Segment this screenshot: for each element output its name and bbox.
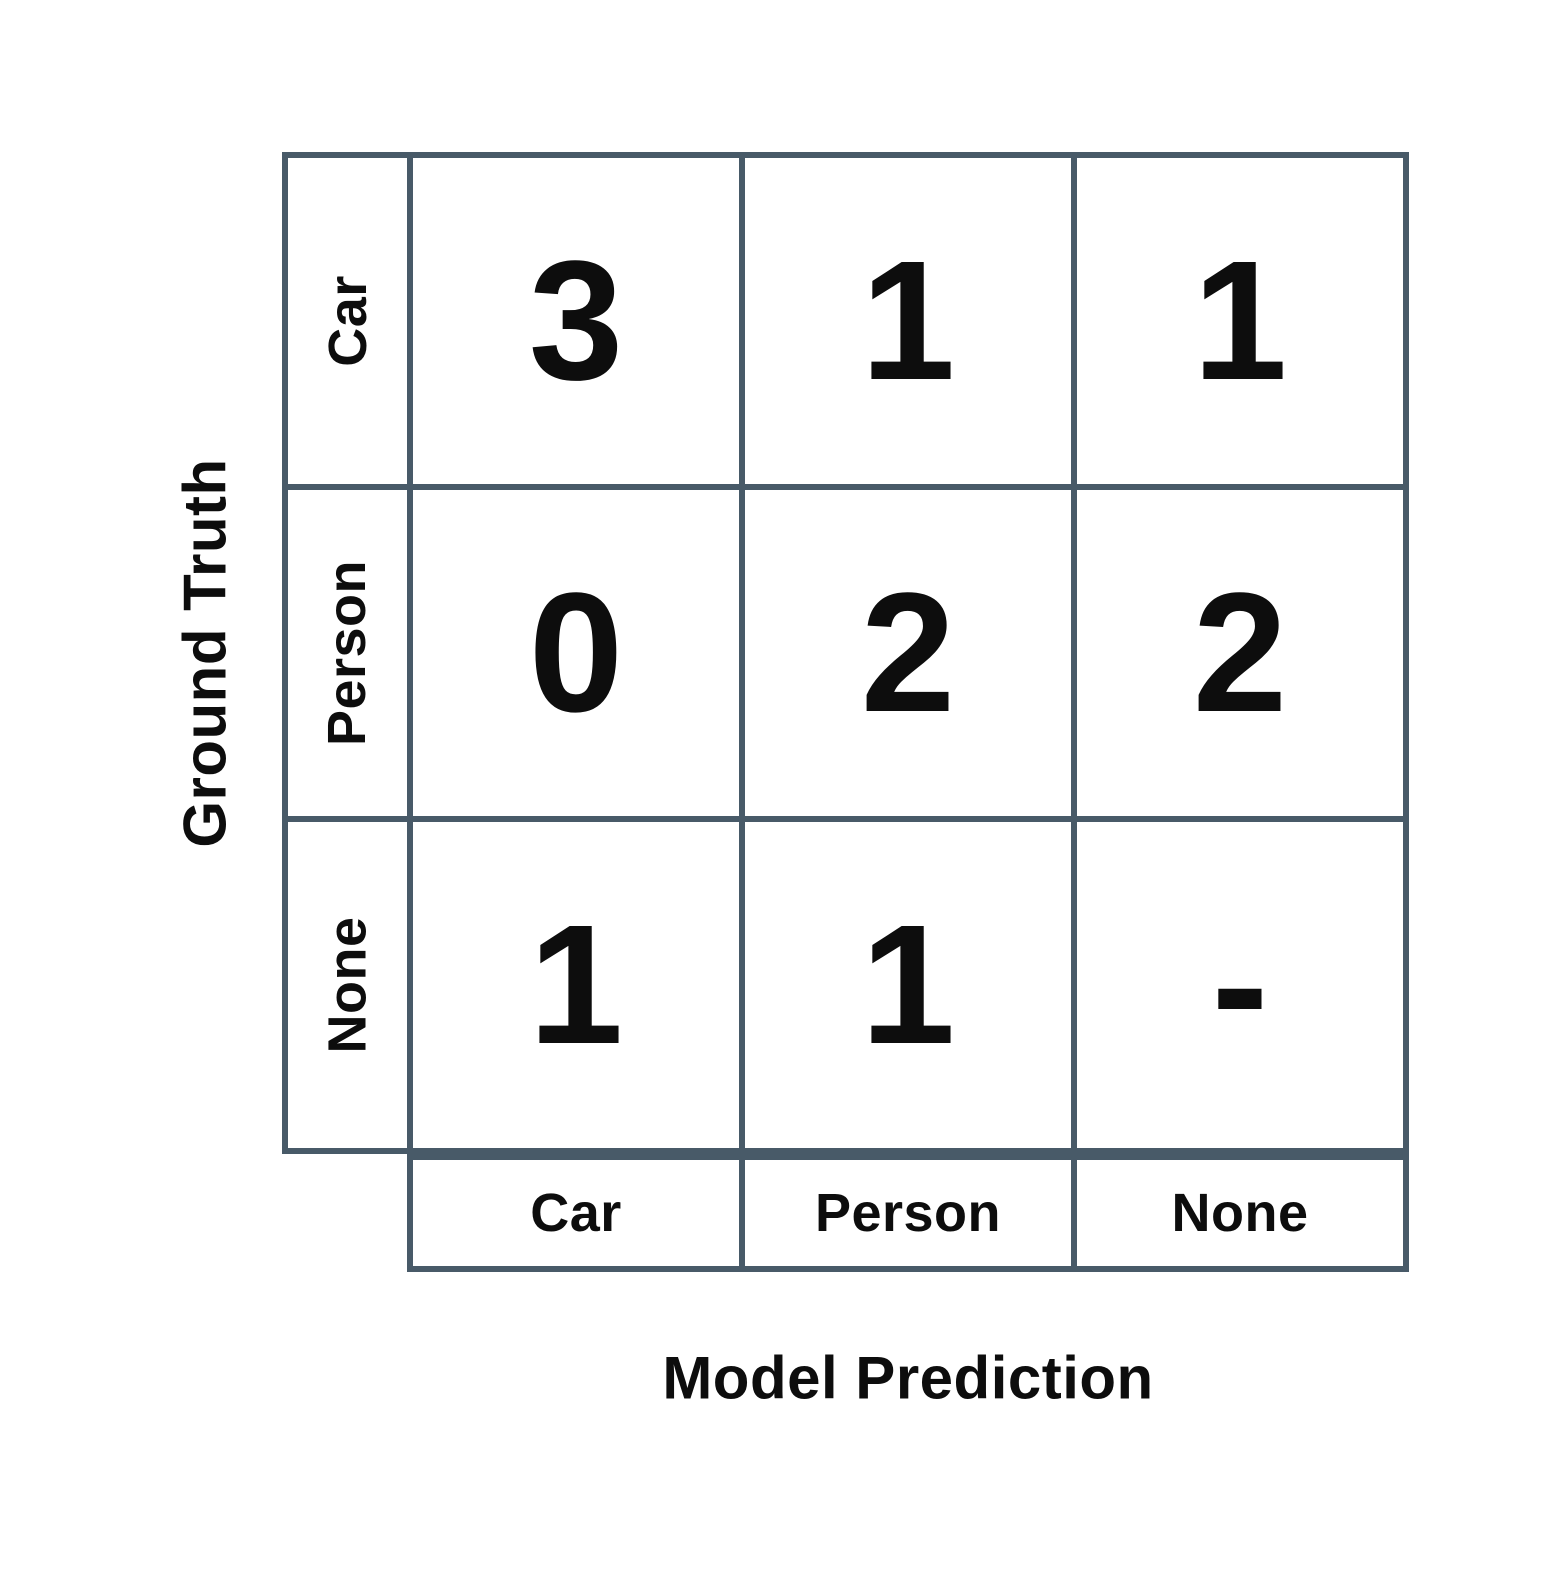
x-axis-title: Model Prediction [662, 1344, 1154, 1412]
row-label-car-text: Car [317, 275, 378, 367]
y-axis-title: Ground Truth [171, 458, 239, 848]
column-header-strip: Car Person None [407, 1154, 1409, 1272]
col-label-person: Person [745, 1160, 1077, 1272]
matrix-cell-r2c2: - [1077, 822, 1409, 1154]
matrix-cell-r1c2: 2 [1077, 490, 1409, 822]
matrix-grid: Car 3 1 1 Person 0 2 2 None 1 1 - [282, 152, 1409, 1154]
matrix-cell-r0c2: 1 [1077, 158, 1409, 490]
matrix-cell-r0c0: 3 [413, 158, 745, 490]
col-label-none: None [1077, 1160, 1409, 1272]
matrix-cell-r0c1: 1 [745, 158, 1077, 490]
matrix-cell-r1c1: 2 [745, 490, 1077, 822]
matrix-cell-r2c1: 1 [745, 822, 1077, 1154]
row-label-car: Car [288, 158, 413, 490]
row-label-person-text: Person [317, 559, 378, 747]
col-label-car: Car [413, 1160, 745, 1272]
matrix-cell-r2c0: 1 [413, 822, 745, 1154]
matrix-cell-r1c0: 0 [413, 490, 745, 822]
row-label-person: Person [288, 490, 413, 822]
row-label-none-text: None [317, 916, 378, 1054]
row-label-none: None [288, 822, 413, 1154]
